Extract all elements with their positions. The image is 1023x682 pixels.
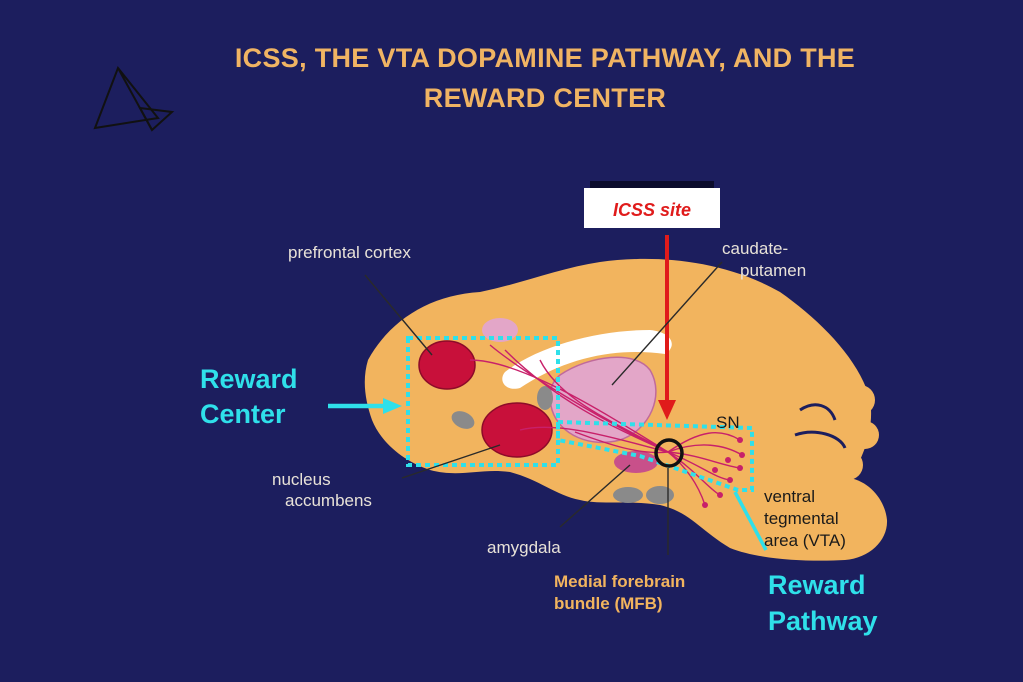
prefrontal-cortex-label: prefrontal cortex xyxy=(288,243,411,262)
reward-center-arrow-head xyxy=(383,398,402,414)
icss-arrow-head xyxy=(658,400,676,420)
reward-center-label-line-1: Reward xyxy=(200,364,298,394)
icss-site-box xyxy=(584,188,720,228)
vta-label-line-3: area (VTA) xyxy=(764,531,846,550)
leader-lines xyxy=(364,261,723,555)
slide-title-line-2: REWARD CENTER xyxy=(423,83,667,113)
reward-pathway-label-line-1: Reward xyxy=(768,570,866,600)
prefrontal-cortex-nucleus xyxy=(418,340,476,390)
pyramid-logo-icon xyxy=(93,66,175,132)
caudate-label-line-1: caudate- xyxy=(722,239,788,258)
mfb-label-line-2: bundle (MFB) xyxy=(554,594,663,613)
amygdala-label: amygdala xyxy=(487,538,561,557)
caudate-label-line-2: putamen xyxy=(740,261,806,280)
reward-center-box xyxy=(406,336,560,467)
vta-label-line-2: tegmental xyxy=(764,509,839,528)
reward-pathway-box xyxy=(556,419,754,492)
reward-pathway-label-line-2: Pathway xyxy=(768,606,878,636)
mfb-label-line-1: Medial forebrain xyxy=(554,572,685,591)
icss-site-label: ICSS site xyxy=(613,200,691,220)
icss-electrode-ring xyxy=(654,438,684,468)
vta-label-line-1: ventral xyxy=(764,487,815,506)
amygdala-structure xyxy=(614,451,658,473)
nucleus-accumbens-label-line-1: nucleus xyxy=(272,470,331,489)
nucleus-accumbens-nucleus xyxy=(481,402,553,458)
reward-center-label-line-2: Center xyxy=(200,399,286,429)
cerebellum-folds xyxy=(794,403,847,449)
dopamine-fibers xyxy=(469,344,743,506)
slide-title: ICSS, THE VTA DOPAMINE PATHWAY, AND THE … xyxy=(150,38,940,118)
corpus-callosum xyxy=(502,330,672,389)
slide-title-line-1: ICSS, THE VTA DOPAMINE PATHWAY, AND THE xyxy=(234,43,856,73)
vta-cell-dots xyxy=(702,437,745,508)
gray-structures xyxy=(451,386,674,504)
sn-label: SN xyxy=(716,413,740,432)
nucleus-accumbens-label-line-2: accumbens xyxy=(285,491,372,510)
reward-pathway-pointer xyxy=(733,491,768,551)
